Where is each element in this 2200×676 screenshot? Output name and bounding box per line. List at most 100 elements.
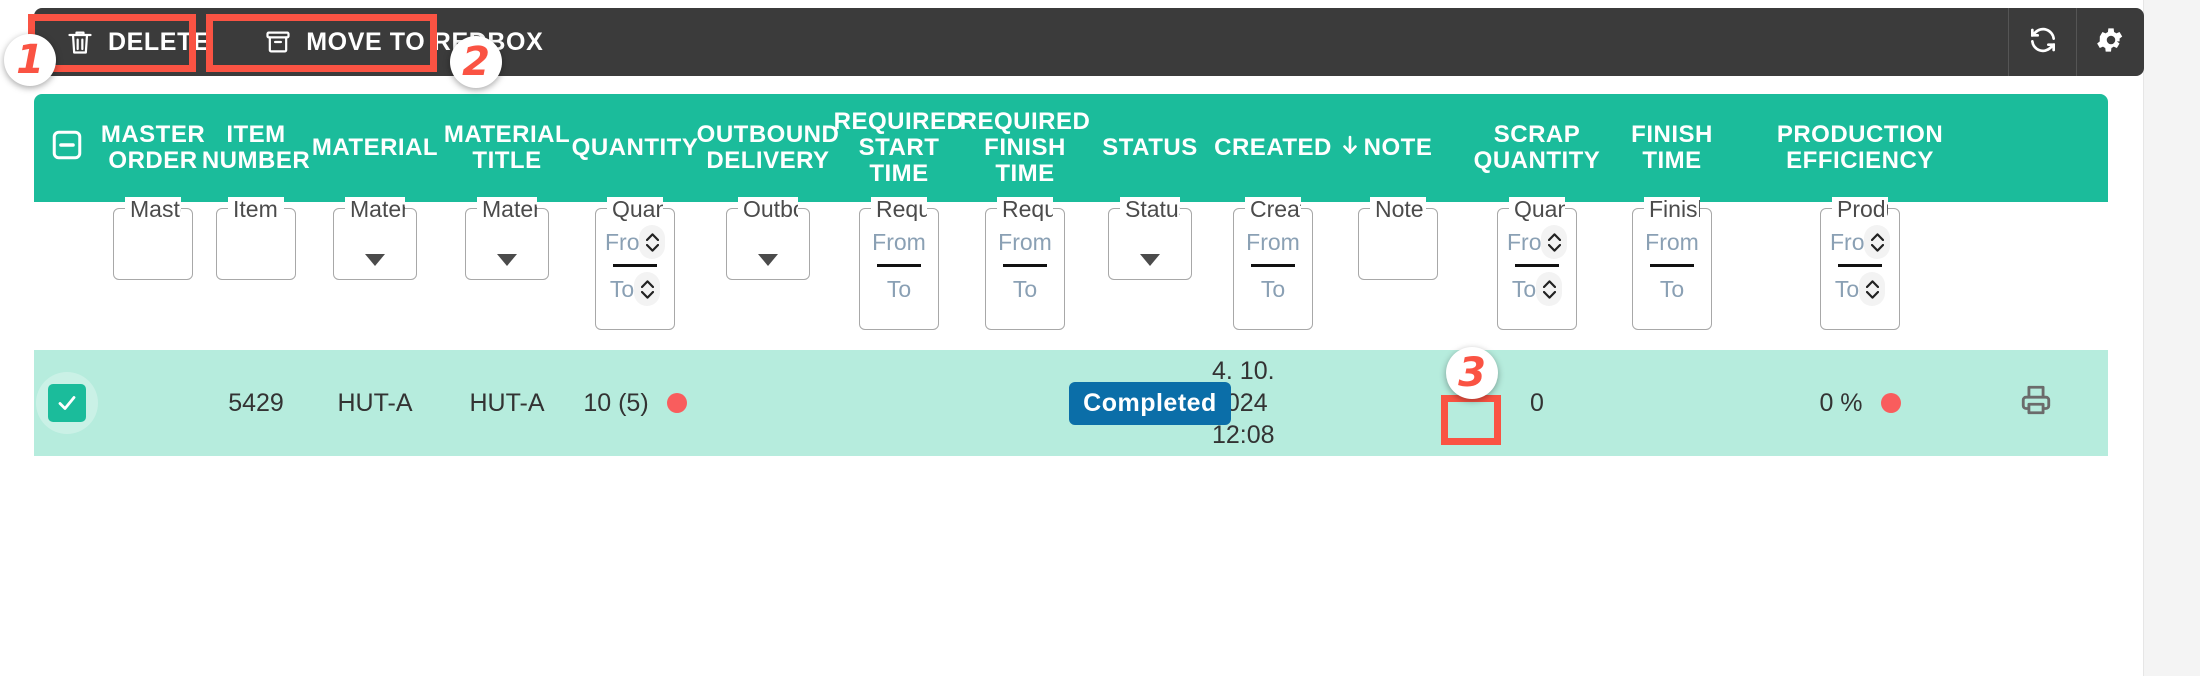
collapse-minus-icon[interactable] xyxy=(49,127,85,169)
filter-required-finish-time-range[interactable]: Required Finish Time From To xyxy=(985,197,1065,330)
print-row-button[interactable] xyxy=(2008,377,2064,429)
range-from-placeholder[interactable]: From xyxy=(605,228,639,255)
filter-item-number-input[interactable]: Item Number xyxy=(216,197,296,280)
column-header-created[interactable]: CREATED xyxy=(1212,135,1334,161)
printer-icon xyxy=(2019,383,2053,424)
range-to-row: To xyxy=(596,272,674,306)
column-header-status[interactable]: STATUS xyxy=(1088,135,1212,161)
range-to-placeholder[interactable]: To xyxy=(1659,275,1685,302)
range-to-placeholder[interactable]: To xyxy=(1511,275,1537,302)
cell-quantity: 10 (5) xyxy=(570,389,700,418)
filter-material-select[interactable]: Material xyxy=(333,197,417,280)
filter-label: Material Title xyxy=(477,197,537,221)
cell-material-title: HUT-A xyxy=(469,388,545,417)
filter-outbound-delivery-select[interactable]: Outbound Delivery xyxy=(726,197,810,280)
range-to-placeholder[interactable]: To xyxy=(609,275,635,302)
collapse-all-cell xyxy=(34,127,100,169)
range-from-placeholder[interactable]: From xyxy=(998,228,1052,255)
range-inputs: From To xyxy=(986,227,1064,304)
archive-box-icon xyxy=(264,28,292,56)
filter-quantity: Quantity From To xyxy=(570,197,700,330)
column-header-quantity[interactable]: QUANTITY xyxy=(570,135,700,161)
created-timestamp: 4. 10. 2024 12:08 xyxy=(1212,357,1275,449)
filter-label: Quantity xyxy=(607,197,663,221)
range-from-placeholder[interactable]: From xyxy=(1830,228,1864,255)
filter-label: Item Number xyxy=(228,197,284,221)
filter-created-range[interactable]: Created From To xyxy=(1233,197,1313,330)
number-stepper[interactable] xyxy=(639,225,665,259)
range-inputs: From To xyxy=(1498,225,1576,306)
range-from-placeholder[interactable]: From xyxy=(1246,228,1300,255)
number-stepper[interactable] xyxy=(1536,272,1563,306)
filter-scrap-quantity-range[interactable]: Quantity From To xyxy=(1497,197,1577,330)
range-to-placeholder[interactable]: To xyxy=(886,275,912,302)
filter-status-select[interactable]: Status xyxy=(1108,197,1192,280)
range-to-placeholder[interactable]: To xyxy=(1834,275,1860,302)
filter-label: Material xyxy=(345,197,405,221)
efficiency-warning-dot xyxy=(1880,393,1901,413)
filter-note-input[interactable]: Note xyxy=(1358,197,1438,280)
cell-item-number: 5429 xyxy=(228,388,284,417)
table-row[interactable]: 5429 HUT-A HUT-A 10 (5) Completed 4. 10.… xyxy=(34,350,2108,456)
filter-required-start-time: Required Start Time From To xyxy=(836,197,962,330)
column-header-note[interactable]: NOTE xyxy=(1334,135,1462,161)
range-from-placeholder[interactable]: From xyxy=(1645,228,1699,255)
number-stepper[interactable] xyxy=(1859,272,1886,306)
toolbar-utility-actions xyxy=(2008,8,2144,76)
refresh-button[interactable] xyxy=(2008,8,2076,76)
range-from-placeholder[interactable]: From xyxy=(1507,228,1541,255)
filter-master-order-input[interactable]: Master Order xyxy=(113,197,193,280)
chevron-down-icon xyxy=(1139,253,1161,272)
filter-production-efficiency: Production Efficiency From To xyxy=(1732,197,1988,330)
filter-created: Created From To xyxy=(1212,197,1334,330)
filter-finish-time: Finish Time From To xyxy=(1612,197,1732,330)
settings-button[interactable] xyxy=(2076,8,2144,76)
number-stepper[interactable] xyxy=(1541,225,1567,259)
number-stepper[interactable] xyxy=(634,272,661,306)
row-select-cell xyxy=(34,372,100,434)
filter-label: Created xyxy=(1245,197,1301,221)
cell-production-efficiency: 0 % xyxy=(1732,389,1988,418)
cell-material: HUT-A xyxy=(337,388,413,417)
range-divider xyxy=(1515,264,1559,267)
range-inputs: From To xyxy=(1234,227,1312,304)
annotation-badge-1: 1 xyxy=(4,34,56,86)
filter-finish-time-range[interactable]: Finish Time From To xyxy=(1632,197,1712,330)
filter-scrap-quantity: Quantity From To xyxy=(1462,197,1612,330)
filter-material-title-select[interactable]: Material Title xyxy=(465,197,549,280)
column-header-material[interactable]: MATERIAL xyxy=(306,135,444,161)
range-to-row: To xyxy=(986,274,1064,304)
range-from-placeholder[interactable]: From xyxy=(872,228,926,255)
range-to-row: To xyxy=(1498,272,1576,306)
delete-button[interactable]: DELETE xyxy=(52,18,224,66)
filter-material: Material xyxy=(306,197,444,280)
number-stepper[interactable] xyxy=(1864,225,1890,259)
filter-label: Quantity xyxy=(1509,197,1565,221)
filter-quantity-range[interactable]: Quantity From To xyxy=(595,197,675,330)
move-to-redbox-button[interactable]: MOVE TO REDBOX xyxy=(250,18,557,66)
row-checkbox[interactable] xyxy=(36,372,98,434)
gear-icon xyxy=(2095,24,2127,61)
range-to-placeholder[interactable]: To xyxy=(1260,275,1286,302)
filter-label: Required Finish Time xyxy=(997,197,1053,221)
cell-production-efficiency-value: 0 % xyxy=(1819,388,1863,417)
filter-required-start-time-range[interactable]: Required Start Time From To xyxy=(859,197,939,330)
range-to-placeholder[interactable]: To xyxy=(1012,275,1038,302)
filter-production-efficiency-range[interactable]: Production Efficiency From To xyxy=(1820,197,1900,330)
